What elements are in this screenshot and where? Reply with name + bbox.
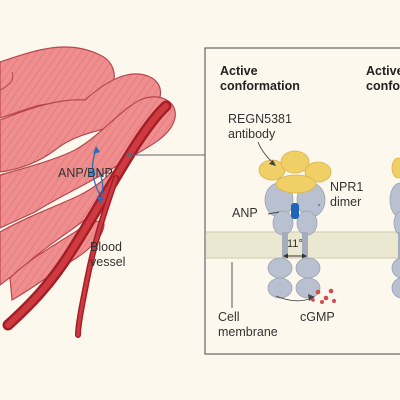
heading-line2: conformation	[220, 79, 300, 93]
npr1-dimer-partial	[389, 157, 400, 299]
anp-bnp-label: ANP/BNP	[58, 166, 113, 180]
blood-vessel-label: Blood vessel	[90, 240, 125, 270]
heading-right-line2: confo	[366, 79, 400, 93]
npr1-label-line1: NPR1	[330, 180, 364, 194]
membrane-label-line2: membrane	[218, 325, 278, 339]
secretion-arrowhead-down	[97, 196, 104, 204]
heading-active-conformation-right: Active confo	[366, 64, 400, 94]
cgmp-molecules	[311, 288, 336, 304]
muscle-fiber-4	[0, 171, 115, 286]
muscle-fiber-2	[0, 73, 162, 173]
blood-vessel-branch-highlight	[76, 176, 118, 337]
anp-secretion	[88, 146, 104, 204]
antibody-label-line2: antibody	[228, 127, 276, 141]
membrane-label-line1: Cell	[218, 310, 240, 324]
heart-muscle-fibers	[0, 46, 176, 301]
leader-lines	[231, 141, 320, 308]
antibody-label: REGN5381 antibody	[228, 112, 292, 142]
cell-membrane-label: Cell membrane	[218, 310, 278, 340]
muscle-fiber-edge	[0, 71, 14, 91]
secretion-arrowhead-up	[93, 146, 100, 154]
blood-vessel-label-line2: vessel	[90, 255, 126, 269]
angle-marker	[283, 253, 307, 259]
heading-active-conformation: Active conformation	[220, 64, 300, 94]
angle-label: 11°	[287, 238, 303, 250]
heading-line1: Active	[220, 64, 258, 78]
npr1-dimer-label: NPR1 dimer	[330, 180, 363, 210]
npr1-label-line2: dimer	[330, 195, 362, 209]
blood-vessels	[2, 100, 172, 338]
anp-ligand	[291, 203, 299, 219]
anp-dot	[88, 169, 96, 177]
blood-vessel-label-line1: Blood	[90, 240, 122, 254]
antibody-label-line1: REGN5381	[228, 112, 292, 126]
blood-vessel-main-highlight	[5, 103, 169, 328]
heading-right-line1: Active	[366, 64, 400, 78]
cgmp-label: cGMP	[300, 310, 335, 324]
anp-label: ANP	[232, 206, 258, 220]
zoom-pointer	[125, 152, 205, 158]
regn5381-antibody	[258, 150, 332, 194]
